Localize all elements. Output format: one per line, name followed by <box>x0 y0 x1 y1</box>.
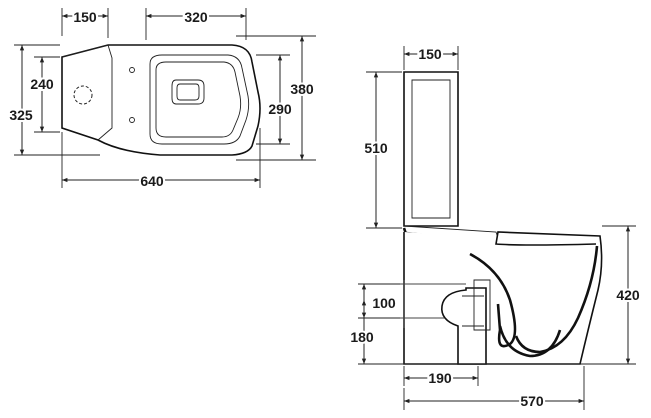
top-view-outline <box>61 44 261 156</box>
side-view: 150 510 420 100 <box>348 44 642 411</box>
tank-outline <box>61 44 113 141</box>
dim-label-pan-height: 420 <box>616 287 640 303</box>
bowl-opening <box>171 79 205 105</box>
dim-label-tank-width: 150 <box>73 9 97 25</box>
dim-label-total-length: 570 <box>520 393 544 409</box>
dim-label-outlet-diameter: 100 <box>372 295 396 311</box>
dim-seat-width: 320 <box>145 7 247 40</box>
dim-outlet-distance: 190 <box>403 366 479 388</box>
dim-height-240: 240 <box>28 56 60 133</box>
dim-label-height-380: 380 <box>290 81 314 97</box>
dim-label-tank-height: 510 <box>364 140 388 156</box>
dim-tank-height: 510 <box>362 71 402 229</box>
dim-label-height-325: 325 <box>9 107 33 123</box>
dim-pan-height: 420 <box>584 225 642 365</box>
dim-label-length-640: 640 <box>140 173 164 189</box>
bowl-inner-curve <box>514 245 599 354</box>
dim-height-325: 325 <box>7 44 100 156</box>
fixing-hole-icon <box>129 117 135 123</box>
dim-outlet-height: 180 <box>348 300 400 365</box>
dim-height-380: 380 <box>236 35 316 161</box>
dim-tank-depth: 150 <box>403 44 459 70</box>
dim-length-640: 640 <box>61 128 261 191</box>
flush-button-icon <box>73 85 93 105</box>
cistern-inner <box>411 79 451 219</box>
seat-inner-outline <box>155 61 242 138</box>
dim-tank-width: 150 <box>61 7 109 38</box>
fixing-hole-icon <box>129 67 135 73</box>
cistern-outline <box>403 71 459 227</box>
dim-outlet-diameter: 100 <box>358 283 400 319</box>
dim-total-length: 570 <box>403 366 585 411</box>
dim-label-seat-width: 320 <box>184 9 208 25</box>
dim-label-height-290: 290 <box>268 101 292 117</box>
dim-label-height-240: 240 <box>30 76 54 92</box>
bowl-trap <box>469 252 517 348</box>
dim-label-tank-depth: 150 <box>418 46 442 62</box>
dim-height-290: 290 <box>256 54 294 145</box>
bowl-opening-inner <box>176 83 200 101</box>
top-view: 150 320 325 240 <box>7 7 316 191</box>
outlet-collar <box>473 279 491 331</box>
dim-label-outlet-height: 180 <box>350 329 374 345</box>
dim-label-outlet-distance: 190 <box>428 370 452 386</box>
pan-outline <box>403 231 603 365</box>
bowl-siphon <box>498 325 562 358</box>
seat-outline <box>149 54 250 145</box>
